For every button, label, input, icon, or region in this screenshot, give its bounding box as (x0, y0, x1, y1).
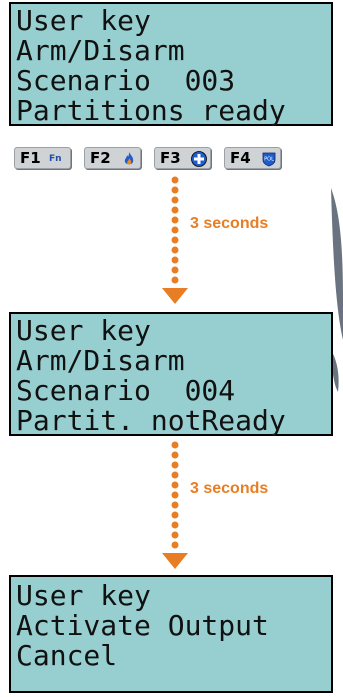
police-icon: POL (262, 152, 276, 167)
f2-key[interactable]: F2 (84, 147, 141, 169)
lcd-line: Arm/Disarm (16, 34, 185, 67)
timer-label-1: 3 seconds (190, 215, 269, 232)
fn-icon: Fn (49, 154, 62, 164)
police-icon-text: POL (264, 157, 274, 163)
lcd-line: User key (16, 4, 151, 37)
lcd-line: User key (16, 314, 151, 347)
f3-key-label: F3 (160, 149, 181, 167)
lcd-screen-3: User key Activate Output Cancel (9, 575, 333, 693)
lcd-screen-1: User key Arm/Disarm Scenario 003 Partiti… (9, 2, 333, 126)
f4-key-label: F4 (230, 149, 251, 167)
lcd-line: Partit. notReady (16, 404, 286, 437)
lcd-line: Activate Output (16, 609, 269, 642)
lcd-line: Arm/Disarm (16, 344, 185, 377)
arrow-head-1 (162, 288, 188, 304)
dotted-arrow-2 (162, 441, 188, 569)
lcd-line: Partitions ready (16, 94, 286, 127)
arrow-head-2 (162, 553, 188, 569)
f2-key-label: F2 (90, 149, 111, 167)
lcd-line: Cancel (16, 639, 118, 672)
dotted-arrow-1 (162, 176, 188, 304)
function-keys: F1 Fn F2 F3 F4 POL (14, 147, 334, 171)
fire-icon (124, 152, 134, 165)
f4-key[interactable]: F4 POL (224, 147, 281, 169)
lcd-line: User key (16, 579, 151, 612)
f1-key[interactable]: F1 Fn (14, 147, 71, 169)
f3-key[interactable]: F3 (154, 147, 211, 169)
medical-cross-icon (191, 151, 207, 167)
lcd-line: Scenario 004 (16, 374, 236, 407)
lcd-line: Scenario 003 (16, 64, 236, 97)
timer-label-2: 3 seconds (190, 480, 269, 497)
f1-key-label: F1 (20, 149, 41, 167)
lcd-screen-2: User key Arm/Disarm Scenario 004 Partit.… (9, 312, 333, 436)
